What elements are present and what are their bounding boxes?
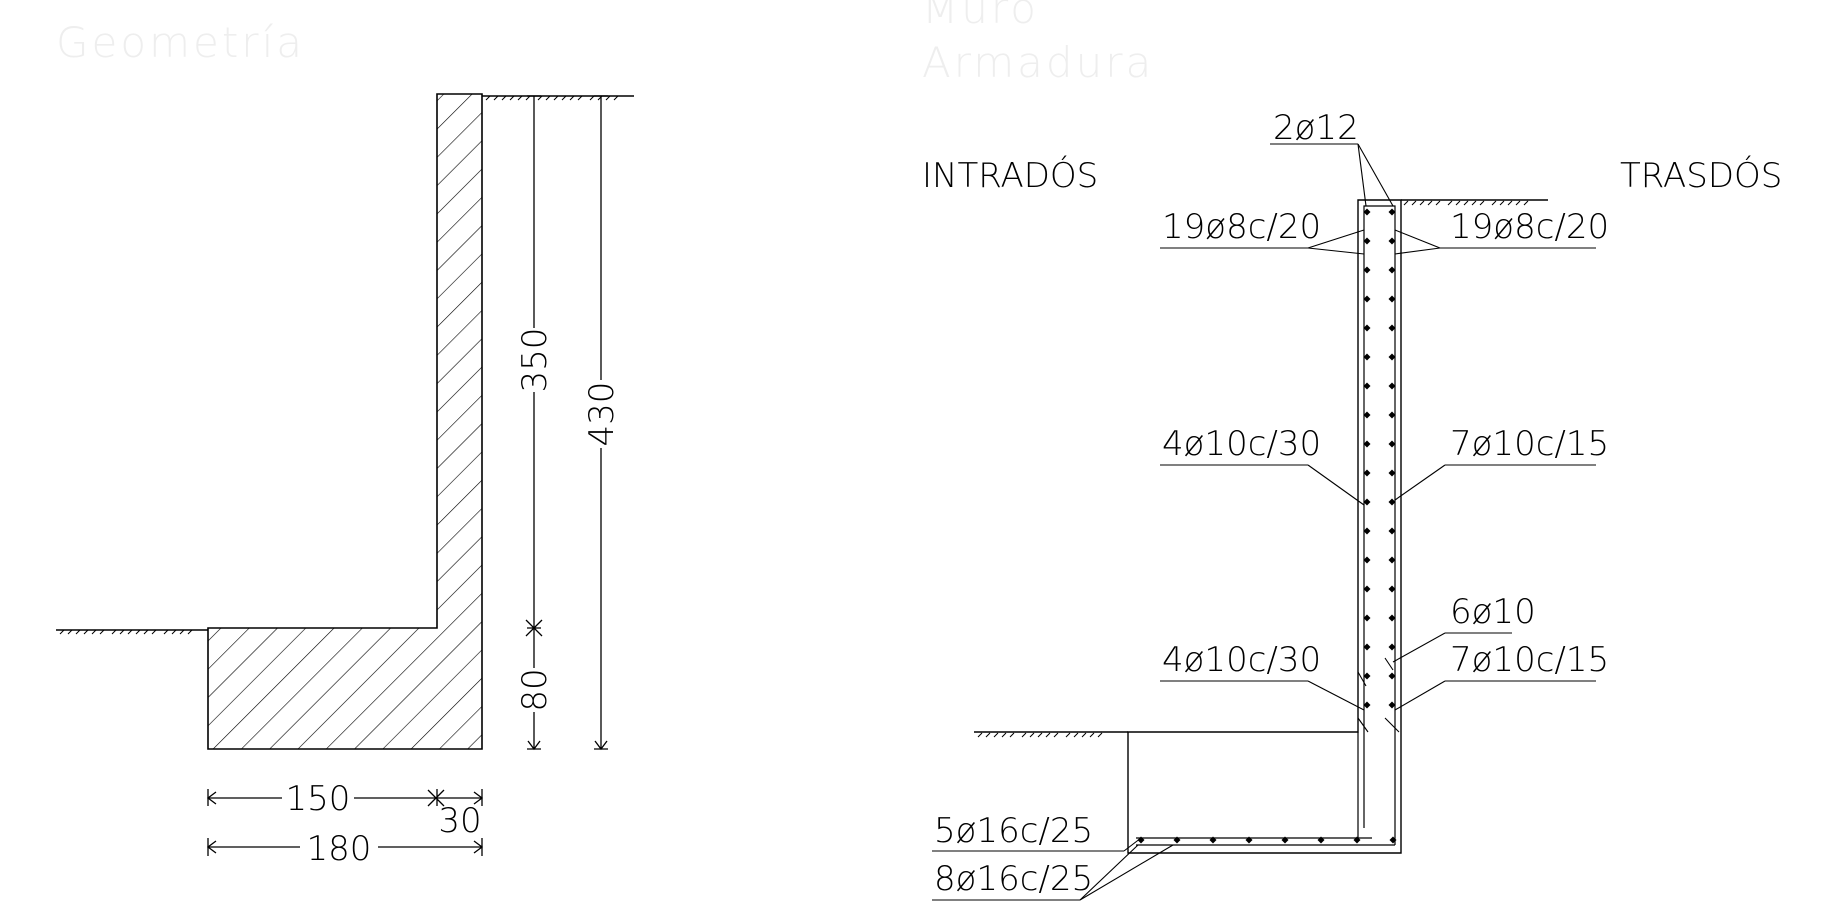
rebar-dot (1137, 836, 1145, 844)
ground-line-right (482, 95, 634, 101)
rebar-dot (1388, 672, 1396, 680)
geometry-drawing (56, 93, 634, 856)
leader-lines (932, 143, 1596, 901)
rebar-dot (1281, 836, 1289, 844)
dim-label-80: 80 (515, 668, 555, 711)
reinforcement-heading: Armadura (922, 38, 1155, 87)
label-main-right-lower: 7ø10c/15 (1450, 640, 1609, 680)
rebar-dots (1137, 208, 1397, 844)
label-footing-top: 5ø16c/25 (934, 811, 1093, 851)
label-main-right-upper: 7ø10c/15 (1450, 424, 1609, 464)
dim-label-30: 30 (438, 801, 481, 841)
wall-outline (1127, 199, 1402, 854)
rebar-dot (1245, 836, 1253, 844)
rebar-dot (1363, 585, 1371, 593)
rebar-dot (1388, 353, 1396, 361)
rebar-dot (1363, 266, 1371, 274)
rebar-dot (1388, 295, 1396, 303)
rebar-dot (1353, 836, 1361, 844)
dim-vertical-outer (594, 95, 608, 751)
dim-vertical-inner (525, 95, 543, 751)
rebar-dot (1388, 643, 1396, 651)
rebar-dot (1388, 411, 1396, 419)
rebar-dot (1388, 237, 1396, 245)
rebar-dot (1363, 672, 1371, 680)
label-footing-bottom: 8ø16c/25 (934, 859, 1093, 899)
rebar-dot (1388, 382, 1396, 390)
rebar-dot (1388, 556, 1396, 564)
rebar-dot (1388, 440, 1396, 448)
dim-label-180: 180 (307, 829, 372, 869)
rebar-dot (1363, 411, 1371, 419)
rebar-dot (1363, 324, 1371, 332)
rebar-dot (1388, 324, 1396, 332)
dim-horizontal-lower (206, 838, 484, 856)
rebar-dot (1317, 836, 1325, 844)
rebar-dot (1363, 237, 1371, 245)
geometry-heading: Geometría (56, 18, 305, 67)
rebar-dot (1363, 382, 1371, 390)
rebar-dot (1389, 836, 1397, 844)
rebar-dot (1388, 585, 1396, 593)
rebar-dot (1173, 836, 1181, 844)
rebar-dot (1363, 614, 1371, 622)
side-label-trasdos: TRASDÓS (1620, 155, 1782, 196)
rebar-dot (1363, 295, 1371, 303)
ground-line-intrados (974, 731, 1128, 738)
dim-label-430: 430 (582, 382, 622, 447)
label-2o12: 2ø12 (1273, 108, 1359, 148)
side-label-intrados: INTRADÓS (922, 155, 1098, 196)
ground-line-left (56, 629, 208, 635)
label-extra-right: 6ø10 (1450, 592, 1536, 632)
rebar-dot (1388, 498, 1396, 506)
rebar-dot (1363, 556, 1371, 564)
rebar-dot (1363, 527, 1371, 535)
dim-horizontal-upper (206, 789, 484, 807)
rebar-dot (1363, 353, 1371, 361)
rebar-dot (1209, 836, 1217, 844)
rebar-dot (1363, 701, 1371, 709)
rebar-dot (1388, 266, 1396, 274)
ground-line-trasdos (1401, 199, 1548, 206)
wall-heading: Muro (922, 0, 1039, 33)
rebar-dot (1388, 614, 1396, 622)
rebar-dot (1388, 208, 1396, 216)
rebar-dot (1363, 440, 1371, 448)
dim-label-150: 150 (286, 779, 351, 819)
rebar-dot (1363, 208, 1371, 216)
label-dist-right: 19ø8c/20 (1450, 207, 1609, 247)
wall-section (207, 93, 483, 750)
rebar-stirrup-top (1363, 205, 1396, 845)
rebar-dot (1388, 469, 1396, 477)
rebar-dot (1363, 498, 1371, 506)
rebar-dot (1388, 701, 1396, 709)
rebar-dot (1363, 643, 1371, 651)
rebar-dot (1363, 469, 1371, 477)
reinforcement-drawing (932, 143, 1596, 901)
dim-label-350: 350 (515, 328, 555, 393)
rebar-lines (1136, 205, 1400, 846)
label-main-left-upper: 4ø10c/30 (1162, 424, 1321, 464)
label-dist-left: 19ø8c/20 (1162, 207, 1321, 247)
label-main-left-lower: 4ø10c/30 (1162, 640, 1321, 680)
rebar-dot (1388, 527, 1396, 535)
